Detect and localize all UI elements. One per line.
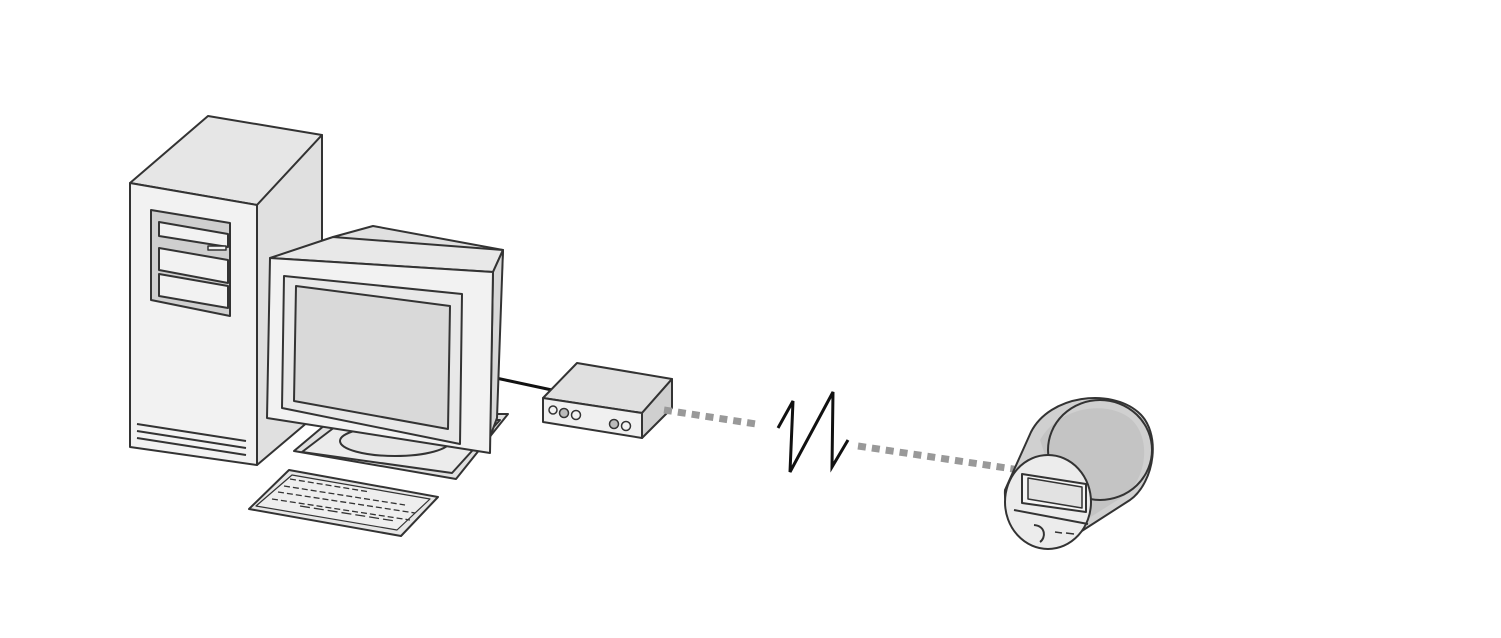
lightning-zigzag-icon [776,391,850,473]
keyboard-icon [248,469,439,537]
wireless-link-segment [663,406,757,428]
monitor-icon [266,225,509,480]
cable-link [495,376,553,392]
modem-icon [542,362,673,439]
electric-meter-icon [1003,397,1154,550]
wireless-link-segment [857,442,1021,474]
